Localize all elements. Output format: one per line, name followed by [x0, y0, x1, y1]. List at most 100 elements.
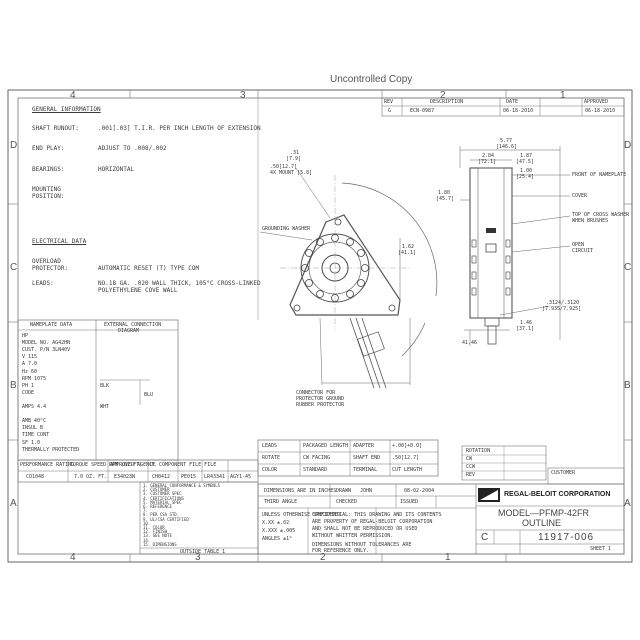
dim-b: 1.87	[520, 153, 533, 159]
perf-h-0: PERFORMANCE RATING	[20, 462, 75, 468]
rotation-cw: CW	[466, 456, 473, 462]
dim-note-2: FOR REFERENCE ONLY.	[312, 548, 370, 554]
leads-cell: CUT LENGTH	[392, 467, 423, 473]
rev-header-date: DATE	[506, 99, 519, 105]
dim-a: 2.84	[482, 153, 495, 159]
zone-row-b: B	[10, 380, 17, 391]
nameplate-line: Hz 60	[22, 368, 38, 375]
perf-r-2: E34023N	[114, 474, 136, 480]
conf-1: CONFIDENTIAL: THIS DRAWING AND ITS CONTE…	[312, 512, 442, 518]
nameplate-line: CUST. P/N 3LN40V	[22, 347, 71, 354]
conf-3: AND SHALL NOT BE REPRODUCED OR USED	[312, 526, 418, 532]
conn-white: WHT	[100, 404, 110, 410]
note-line: 6. REFERENCE	[143, 504, 172, 509]
dim-total: 5.77	[500, 138, 513, 144]
perf-h-1: TORQUE SPEED RPM (OZ-FT)	[70, 462, 143, 468]
nameplate-line: INSUL B	[22, 425, 44, 432]
zone-row-a-right: A	[624, 498, 631, 509]
zone-col-3: 3	[240, 90, 246, 101]
nameplate-line: HP	[22, 333, 29, 339]
leads-cell: +.00[+0.0]	[392, 443, 423, 449]
projection-label: THIRD ANGLE	[264, 499, 298, 505]
connector-label-2: PROTECTOR GROUND	[296, 396, 345, 402]
leads-cell: ROTATE	[262, 455, 281, 461]
tol-3: X.XXX ±.005	[262, 528, 296, 534]
rotation-rev: REV	[466, 472, 476, 478]
rev-row-rev: G	[388, 108, 392, 114]
leads-cell: LEADS	[262, 443, 278, 449]
drawing-title: OUTLINE	[522, 518, 562, 528]
shaft-runout-label: SHAFT RUNOUT:	[32, 125, 79, 132]
nameplate-line: V 115	[22, 354, 38, 361]
shaft-dim-b: [7.935/7.925]	[542, 306, 582, 312]
protector-value: AUTOMATIC RESET (T) TYPE COM	[98, 265, 200, 272]
dim-b-b: [47.5]	[516, 159, 535, 165]
rev-row-approved: 06-18-2010	[585, 108, 616, 114]
nameplate-line: CODE	[22, 389, 35, 396]
perf-r-4: PE015	[181, 474, 197, 480]
end-play-label: END PLAY:	[32, 145, 65, 152]
nameplate-line: AMPS 4.4	[22, 404, 47, 410]
zone-col-4: 4	[70, 90, 76, 101]
checked-label: CHECKED	[336, 499, 358, 505]
dim-c-b: [25.4]	[516, 174, 535, 180]
dim-side-b: [41.1]	[398, 250, 417, 256]
note-line: 3. CUSTOMER SPEC	[143, 491, 182, 497]
note-line: 15. DIMENSIONS	[143, 541, 177, 547]
front-nameplate-label: FRONT OF NAMEPLATE	[572, 172, 627, 178]
zone-col-1: 1	[560, 90, 566, 101]
rotation-label: ROTATION	[466, 448, 491, 454]
dim-c: 1.00	[520, 168, 533, 174]
zone-col-3-bottom: 3	[195, 552, 201, 563]
zone-row-c-right: C	[624, 262, 632, 273]
bearings-label: BEARINGS:	[32, 166, 65, 173]
ref-left-b: [45.7]	[436, 196, 455, 202]
note-line: 2. CUSTOMER	[143, 487, 170, 493]
nameplate-title: NAMEPLATE DATA	[30, 322, 73, 328]
dim-header: DIMENSIONS ARE IN INCHES	[264, 488, 337, 494]
drawn-label: DRAWN	[336, 488, 352, 494]
protector-label: PROTECTOR:	[32, 265, 69, 272]
shaft-flat-b: [37.1]	[516, 326, 535, 332]
rotation-ccw: CCW	[466, 464, 476, 470]
rear-sub: WHEN BRUSHES	[572, 218, 609, 224]
perf-r-1: 7.0 OZ. FT.	[74, 474, 108, 480]
perf-r-6: AGY1-45	[230, 474, 252, 480]
note-line: 14.	[143, 537, 151, 543]
note-line: 4. CERTIFICATIONS	[143, 495, 184, 501]
note-line: 7.	[143, 508, 148, 514]
connector-label-3: RUBBER PROTECTOR	[296, 402, 345, 408]
zone-col-4-bottom: 4	[70, 552, 76, 563]
size-letter: C	[481, 532, 490, 543]
tol-1: UNLESS OTHERWISE SPECIFIED	[262, 512, 341, 518]
dim-total-b: [146.6]	[496, 144, 518, 150]
conf-4: WITHOUT WRITTEN PERMISSION.	[312, 533, 394, 539]
lead-label: OPEN	[572, 242, 585, 248]
grounding-label: GROUNDING WASHER	[262, 226, 311, 232]
nameplate-line: SF 1.0	[22, 439, 41, 446]
zone-row-b-right: B	[624, 380, 631, 391]
leads-cell: PACKAGED LENGTH	[303, 443, 349, 449]
shaft-runout-value: .001[.03] T.I.R. PER INCH LENGTH OF EXTE…	[98, 125, 261, 132]
perf-h-3: UL COMPONENT FILE FILE	[150, 462, 217, 468]
ref-low: 41.46	[462, 340, 478, 346]
leads-cell: TERMINAL	[353, 467, 378, 473]
dim-top-1: .31	[290, 150, 300, 156]
dim-side: 1.62	[402, 244, 415, 250]
shaft-flat: 1.46	[520, 320, 533, 326]
rev-row-date: 06-18-2010	[503, 108, 534, 114]
note-line: 9. UL/CSA CERTIFIED	[143, 516, 189, 522]
tol-2: X.XX ±.02	[262, 520, 290, 526]
dim-top-2: .50[12.7]	[270, 164, 298, 170]
note-line: 11. COLOR	[143, 525, 165, 530]
zone-row-d: D	[10, 140, 18, 151]
mounting-label: MOUNTING	[32, 186, 61, 193]
rev-header-desc: DESCRIPTION	[430, 99, 464, 105]
leads-cell: ADAPTER	[353, 443, 375, 449]
nameplate-line: TIME CONT	[22, 432, 50, 439]
dim-top-2b: 4X MOUNT [5.0]	[270, 170, 313, 176]
nameplate-line: MODEL NO. AG42HN	[22, 340, 71, 347]
leads-cell: .50[12.7]	[392, 455, 420, 461]
zone-col-2: 2	[440, 90, 446, 101]
